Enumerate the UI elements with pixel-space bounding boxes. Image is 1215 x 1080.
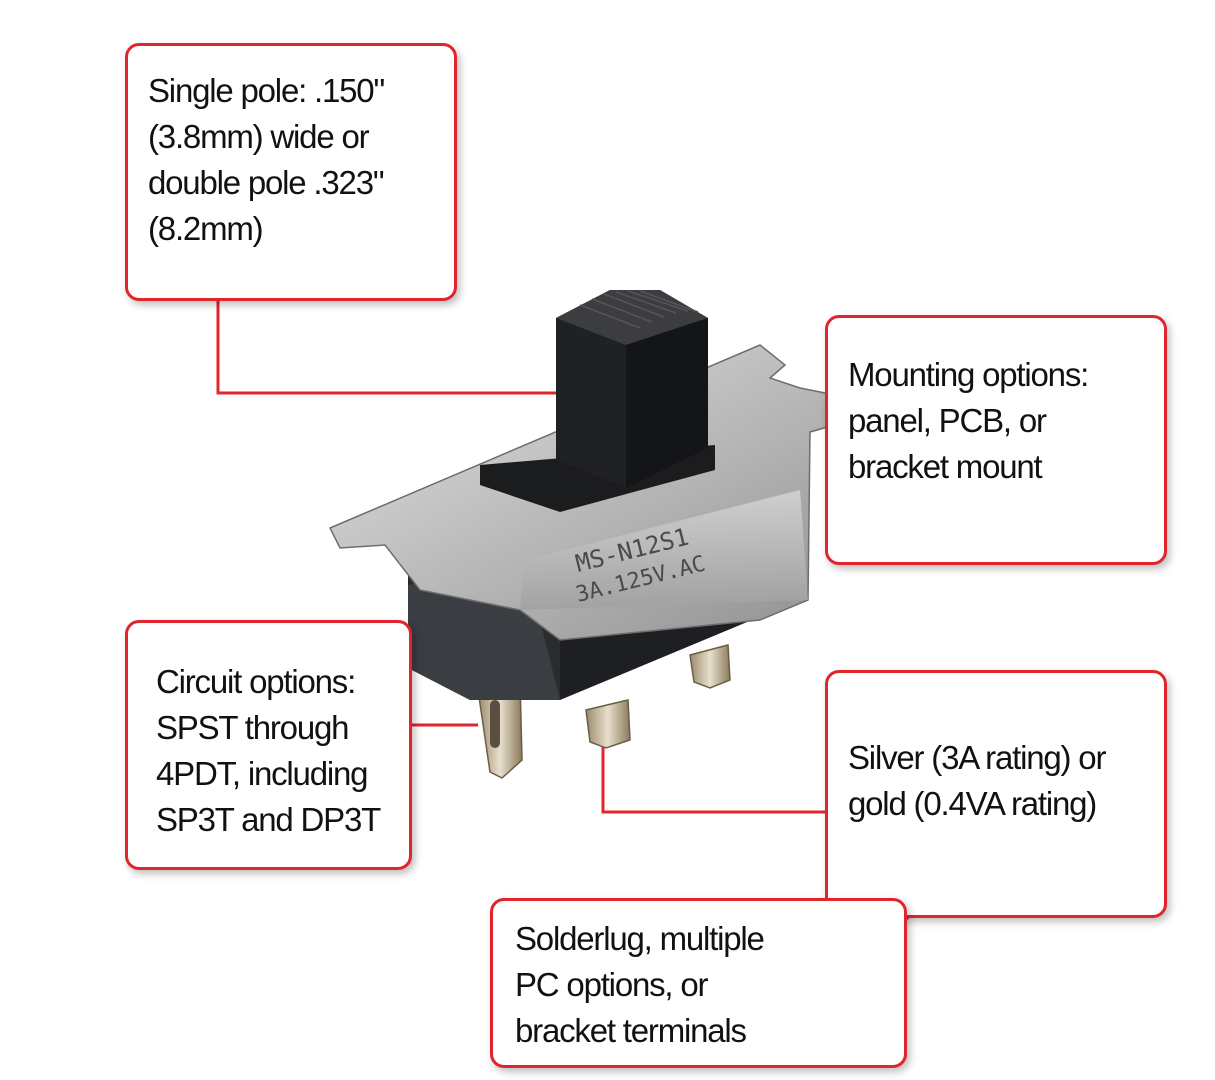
callout-terminals-line: bracket terminals (515, 1012, 747, 1049)
callout-circuit-line: 4PDT, including (156, 755, 368, 792)
callout-contacts-line: gold (0.4VA rating) (848, 785, 1097, 822)
callout-mounting-line: panel, PCB, or (848, 402, 1047, 439)
callout-size: Single pole: .150" (3.8mm) wide or doubl… (125, 43, 457, 301)
callout-size-line: (8.2mm) (148, 210, 264, 247)
callout-circuit: Circuit options: SPST through 4PDT, incl… (125, 620, 412, 870)
connector-size (216, 301, 560, 395)
callout-size-line: double pole .323" (148, 164, 385, 201)
callout-terminals-line: PC options, or (515, 966, 709, 1003)
metal-frame (328, 344, 871, 641)
callout-terminals: Solderlug, multiple PC options, or brack… (490, 898, 907, 1068)
callout-size-line: (3.8mm) wide or (148, 118, 370, 155)
callout-circuit-line: SP3T and DP3T (156, 801, 381, 838)
callout-contacts-line: Silver (3A rating) or (848, 739, 1106, 776)
callout-mounting: Mounting options: panel, PCB, or bracket… (825, 315, 1167, 565)
callout-size-line: Single pole: .150" (148, 72, 385, 109)
callout-terminals-line: Solderlug, multiple (515, 920, 765, 957)
callout-contacts: Silver (3A rating) or gold (0.4VA rating… (825, 670, 1167, 918)
callout-circuit-line: SPST through (156, 709, 349, 746)
callout-mounting-line: bracket mount (848, 448, 1043, 485)
callout-mounting-line: Mounting options: (848, 356, 1089, 393)
slide-actuator (556, 290, 708, 488)
connector-contacts (601, 735, 825, 814)
terminal-pins (477, 644, 731, 779)
callout-circuit-line: Circuit options: (156, 663, 356, 700)
